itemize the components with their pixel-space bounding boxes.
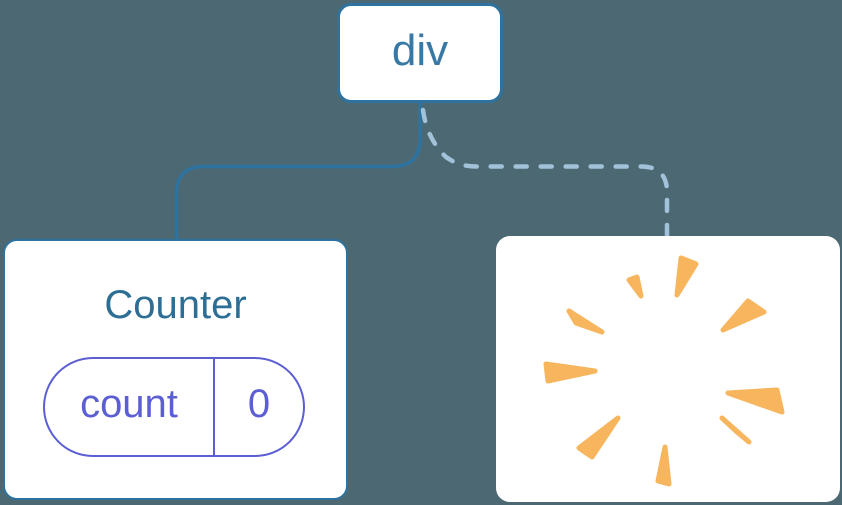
counter-component-card: Counter count 0	[3, 239, 348, 500]
poof-ray	[655, 444, 672, 487]
poof-ray	[566, 308, 605, 335]
state-pill-value-cell: 0	[215, 359, 303, 455]
poof-ray	[719, 415, 752, 445]
state-pill-key-cell: count	[45, 359, 215, 455]
poof-ray	[626, 274, 644, 299]
poof-ray	[674, 255, 699, 298]
dashed-edge-to-removed	[420, 107, 670, 243]
poof-ray	[725, 387, 785, 415]
poof-ray	[543, 361, 598, 384]
poof-burst-icon	[543, 255, 785, 487]
counter-title: Counter	[104, 283, 247, 327]
solid-edge-to-counter	[174, 100, 422, 244]
root-node-div: div	[337, 3, 503, 103]
root-node-label: div	[391, 26, 449, 75]
state-key-label: count	[80, 382, 178, 426]
state-pill: count 0	[43, 357, 305, 457]
poof-ray	[720, 298, 767, 333]
poof-ray	[576, 415, 621, 460]
removed-component-card	[496, 236, 840, 502]
state-value-label: 0	[247, 382, 271, 426]
